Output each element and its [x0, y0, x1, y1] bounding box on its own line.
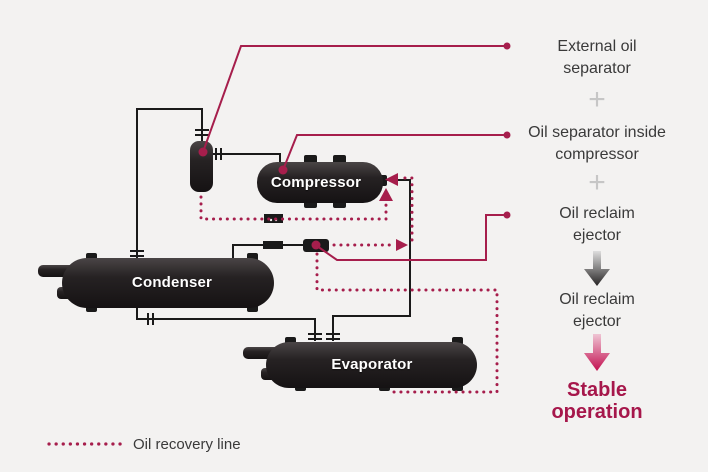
sight-glass-device — [264, 214, 283, 223]
refrigerant-pipes — [136, 108, 411, 341]
compressor-vessel — [257, 155, 387, 208]
flow-step-oil-reclaim-ejector-2: Oil reclaim ejector — [559, 291, 635, 330]
callout-lines — [202, 45, 507, 261]
evaporator-label: Evaporator — [331, 356, 413, 373]
flow-step-external-oil-separator: External oil separator — [557, 38, 637, 77]
down-arrow-icon-crimson — [584, 334, 610, 371]
condenser-vessel — [38, 253, 274, 312]
plus-icon: + — [588, 166, 606, 199]
down-arrow-icon-dark — [584, 251, 610, 286]
legend-label: Oil recovery line — [133, 436, 241, 453]
external-oil-separator-vessel — [190, 141, 213, 192]
flow-step-oil-reclaim-ejector: Oil reclaim ejector — [559, 205, 635, 244]
callout-dots — [198, 42, 511, 250]
plus-icon: + — [588, 83, 606, 116]
evaporator-vessel — [243, 337, 477, 391]
condenser-label: Condenser — [131, 274, 213, 291]
flow-step-oil-separator-inside-compressor: Oil separator inside compressor — [528, 124, 666, 163]
valve-icons — [130, 129, 340, 340]
stable-operation-label: Stable operation — [551, 379, 643, 423]
compressor-label: Compressor — [270, 174, 362, 191]
flow-arrowhead-icons — [379, 173, 408, 251]
oil-recovery-dotted-lines — [199, 176, 499, 394]
inline-filter-device — [263, 241, 283, 249]
